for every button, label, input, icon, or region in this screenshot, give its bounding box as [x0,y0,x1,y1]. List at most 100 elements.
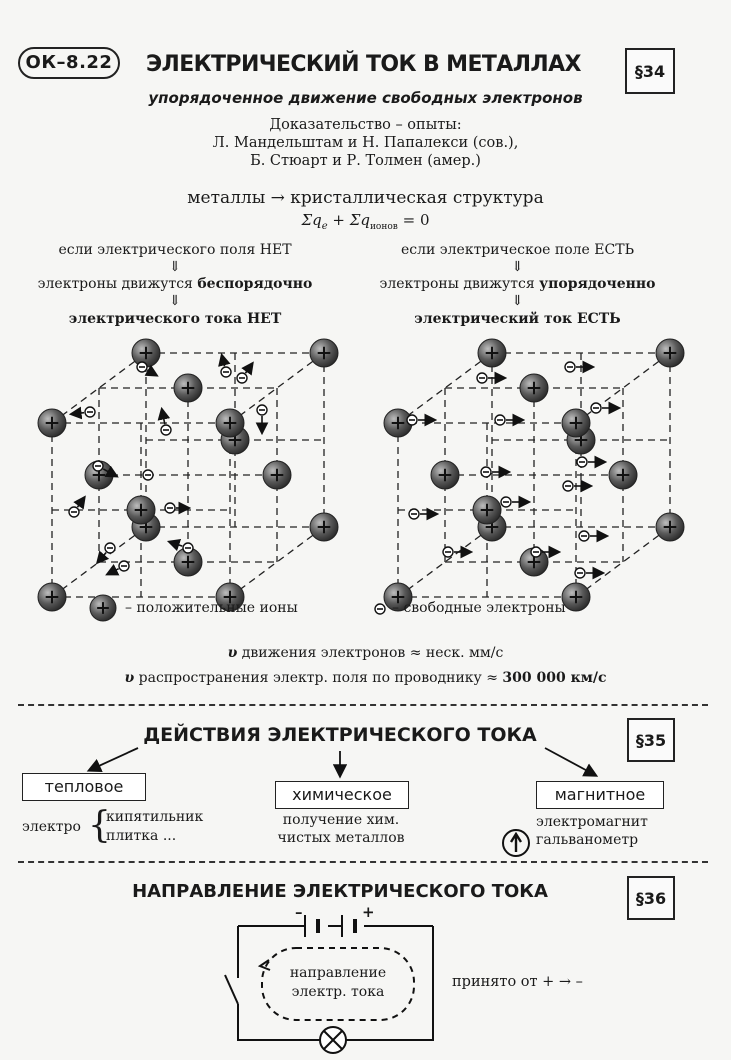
free-electron [480,465,512,479]
text: электроны движутся [37,276,198,292]
positive-ion [262,460,292,490]
positive-ion [37,408,67,438]
free-electron [164,501,192,515]
chemical-desc-1: получение хим. [282,812,400,828]
positive-ion [173,547,203,577]
right-case-line-1: если электрическое поле ЕСТЬ [401,242,634,258]
chemical-desc-2: чистых металлов [277,830,405,846]
positive-ion [519,373,549,403]
divider [18,704,708,706]
v-symbol: υ [227,645,238,661]
plus-sign: + [362,903,375,921]
free-electron [590,401,622,415]
positive-ion [173,373,203,403]
positive-ion [655,338,685,368]
arrow-down-icon: ⇓ [511,293,524,309]
free-electron [236,361,254,384]
direction-label-2: электр. тока [291,984,385,1000]
actions-title: ДЕЙСТВИЯ ЭЛЕКТРИЧЕСКОГО ТОКА [143,724,537,746]
free-electron [68,495,86,518]
legend-icons [89,594,386,622]
lesson-badge: ОК–8.22 [18,47,120,79]
compass-icon [502,829,530,857]
positive-ion [383,582,413,612]
left-case-line-2: электроны движутся беспорядочно [10,276,340,292]
magnetic-item-1: электромагнит [536,814,648,830]
proof-line-3: Б. Стюарт и Р. Толмен (амер.) [250,153,481,169]
positive-ion [430,460,460,490]
lattice-with-field [383,338,685,612]
formula-part: + Σq [327,211,370,229]
direction-label-1: направление [289,965,387,981]
free-electron [374,603,386,615]
free-electron [166,538,194,554]
arrow-down-icon: ⇓ [169,259,181,275]
charge-formula: Σqe + Σqионов = 0 [0,211,731,232]
direction-convention: принято от + → – [452,974,583,990]
right-case-line-3: электрический ток ЕСТЬ [414,311,621,327]
speed-field: υ распространения электр. поля по провод… [0,670,731,686]
speed-electrons: υ движения электронов ≈ неск. мм/с [0,645,731,661]
positive-ion [561,582,591,612]
arrow-down-icon: ⇓ [511,259,524,275]
thermal-prefix: электро [22,819,81,835]
free-electron [68,406,96,420]
v-symbol: υ [124,670,135,686]
proof-line-2: Л. Мандельштам и Н. Папалекси (сов.), [212,135,519,151]
current-direction-loop [261,947,415,1021]
text: 300 000 км/с [502,670,607,686]
proof-line-1: Доказательство – опыты: [269,117,462,133]
left-case-line-3: электрического тока НЕТ [68,311,282,327]
positive-ion [655,512,685,542]
lattice-no-field [37,338,339,612]
positive-ion [561,408,591,438]
free-electron [95,542,116,565]
formula-sub: ионов [369,222,398,232]
free-electron [408,507,440,521]
free-electron [157,406,172,436]
right-case-line-2: электроны движутся упорядоченно [350,276,685,292]
magnetic-box: магнитное [536,781,664,809]
divider [18,861,708,863]
positive-ion [477,338,507,368]
free-electron [562,479,594,493]
free-electron [136,361,159,377]
free-electron [442,545,474,559]
thermal-item-2: плитка ... [106,828,177,844]
free-electron [494,413,526,427]
left-case-line-1: если электрического поля НЕТ [58,242,292,258]
free-electron [218,352,232,378]
direction-title: НАПРАВЛЕНИЕ ЭЛЕКТРИЧЕСКОГО ТОКА [132,881,548,902]
free-electron [406,413,438,427]
free-electron [142,469,154,481]
page-title: ЭЛЕКТРИЧЕСКИЙ ТОК В МЕТАЛЛАХ [146,52,581,77]
arrow-down-icon: ⇓ [169,293,181,309]
thermal-box: тепловое [22,773,146,801]
paragraph-badge-36: §36 [627,876,675,920]
free-electron [578,529,610,543]
free-electron [92,460,119,478]
proof-block: Доказательство – опыты: Л. Мандельштам и… [0,116,731,170]
free-electron [500,495,532,509]
positive-ion [89,594,117,622]
positive-ion [126,495,156,525]
positive-ion [215,582,245,612]
formula-part: = 0 [397,211,430,229]
thermal-item-1: кипятильник [106,809,204,825]
text: беспорядочно [197,276,313,292]
structure-line: металлы → кристаллическая структура [187,188,544,208]
positive-ion [309,512,339,542]
minus-sign: – [295,903,303,921]
free-electron [564,360,596,374]
paragraph-badge-35: §35 [627,718,675,762]
free-electron [476,371,508,385]
positive-ion [215,408,245,438]
chemical-box: химическое [275,781,409,809]
text: движения электронов ≈ неск. мм/с [237,645,504,661]
brace-icon: { [88,805,111,846]
page-subtitle: упорядоченное движение свободных электро… [148,89,583,107]
switch-icon [224,974,239,1005]
formula-part: Σq [301,211,322,229]
